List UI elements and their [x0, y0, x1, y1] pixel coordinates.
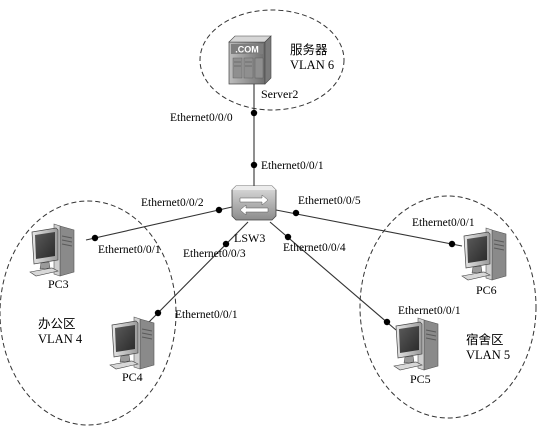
dorm-zone-name: 宿舍区 [466, 332, 504, 347]
pc6-label: PC6 [476, 283, 497, 297]
link-lsw3-pc5 [269, 221, 397, 331]
port-label-lsw3-pc6: Ethernet0/0/5 [298, 195, 361, 207]
pc3-label: PC3 [48, 277, 69, 291]
link-lsw3-pc4 [147, 221, 249, 324]
port-dot-pc6 [448, 240, 456, 248]
lsw3-label: LSW3 [234, 231, 265, 245]
port-label-pc6: Ethernet0/0/1 [412, 217, 475, 229]
port-label-pc3: Ethernet0/0/1 [98, 244, 161, 256]
server-zone-boundary [199, 9, 345, 111]
pc6-icon[interactable] [461, 227, 507, 281]
pc4-icon[interactable] [109, 316, 155, 370]
port-dot-lsw3-pc6 [292, 209, 300, 217]
port-dot-lsw3-pc5 [284, 233, 292, 241]
port-label-pc4: Ethernet0/0/1 [175, 309, 238, 321]
dorm-zone-vlan: VLAN 5 [466, 348, 510, 362]
pc3-icon[interactable] [29, 223, 75, 277]
server-zone-name: 服务器 [290, 42, 328, 57]
office-zone-boundary [0, 200, 177, 426]
port-label-lsw3-server: Ethernet0/0/1 [261, 160, 324, 172]
link-lsw3-pc3 [85, 206, 233, 241]
port-label-lsw3-pc4: Ethernet0/0/3 [183, 248, 246, 260]
pc4-label: PC4 [122, 370, 143, 384]
pc5-label: PC5 [410, 372, 431, 386]
office-zone-name: 办公区 [38, 316, 76, 331]
port-dot-server2 [250, 109, 258, 117]
port-label-lsw3-pc5-visible: Ethernet0/0/4 [283, 242, 346, 254]
server-zone-vlan: VLAN 6 [290, 58, 334, 72]
dorm-zone-boundary [359, 195, 537, 419]
port-label-server2: Ethernet0/0/0 [170, 112, 233, 124]
server-icon[interactable]: .COM [228, 35, 272, 85]
server2-label: Server2 [261, 87, 298, 101]
port-dot-pc4 [154, 309, 162, 317]
server-badge-text: .COM [235, 45, 259, 55]
port-dot-pc5 [383, 318, 391, 326]
switch-icon[interactable] [231, 185, 277, 221]
port-dot-pc3 [91, 234, 99, 242]
port-dot-lsw3-pc4 [222, 240, 230, 248]
port-dot-lsw3-pc3 [215, 206, 223, 214]
port-label-pc5: Ethernet0/0/1 [398, 305, 461, 317]
port-label-lsw3-pc3: Ethernet0/0/2 [141, 197, 204, 209]
port-dot-lsw3-server [250, 161, 258, 169]
link-lsw3-pc6 [275, 209, 463, 247]
pc5-icon[interactable] [393, 317, 439, 371]
office-zone-vlan: VLAN 4 [38, 332, 83, 346]
